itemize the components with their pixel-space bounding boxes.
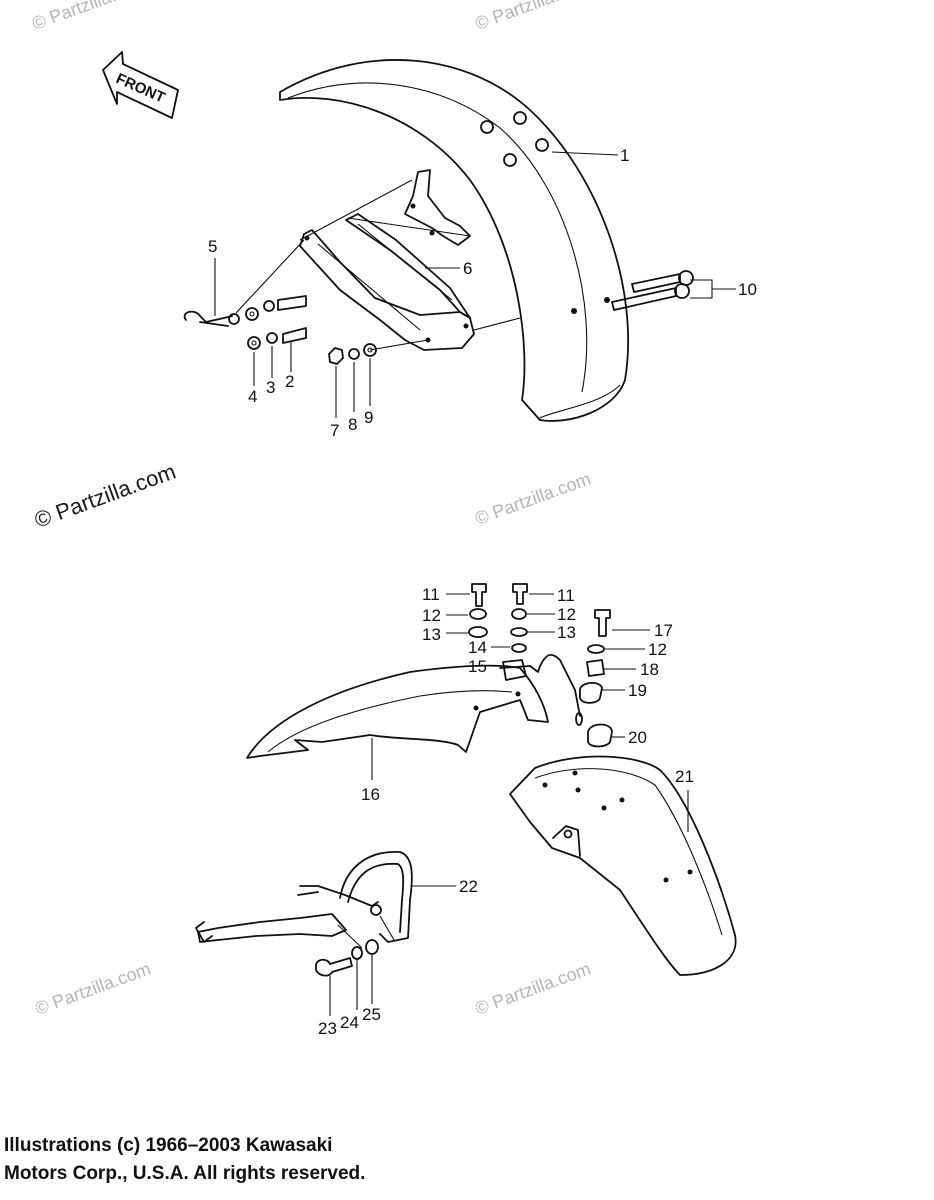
callout-10: 10 (738, 280, 757, 299)
watermark-faint: © Partzilla.com (473, 0, 594, 34)
callout-11a: 11 (422, 585, 440, 604)
watermark-faint: © Partzilla.com (30, 0, 151, 34)
front-fender (279, 59, 629, 422)
callout-17: 17 (654, 621, 673, 640)
callout-25: 25 (362, 1005, 381, 1024)
watermark-main: © Partzilla.com (31, 459, 179, 533)
callout-24: 24 (340, 1013, 359, 1032)
callout-12b: 12 (557, 605, 576, 624)
leader-lines-upper (214, 151, 736, 418)
copyright-line-1: Illustrations (c) 1966–2003 Kawasaki (4, 1135, 333, 1156)
rear-fender (509, 755, 737, 976)
right-hardware (579, 609, 613, 748)
front-arrow: FRONT (102, 51, 179, 119)
callout-4: 4 (248, 387, 257, 406)
callout-21: 21 (675, 767, 694, 786)
watermark-layer: © Partzilla.com © Partzilla.com © Partzi… (30, 0, 594, 1019)
rear-fender-inner (246, 664, 549, 759)
watermark-faint: © Partzilla.com (33, 958, 154, 1018)
rear-stay (195, 851, 413, 977)
front-arrow-label: FRONT (113, 70, 167, 107)
callout-6: 6 (463, 259, 472, 278)
callout-22: 22 (459, 877, 478, 896)
callout-9: 9 (364, 408, 373, 427)
rear-hardware (468, 583, 583, 726)
callout-23: 23 (318, 1019, 337, 1038)
bolts-10 (611, 270, 694, 311)
callout-16: 16 (361, 785, 380, 804)
leader-lines-lower (329, 593, 689, 1016)
callout-15: 15 (468, 657, 487, 676)
center-hardware (328, 343, 377, 365)
copyright-notice: Illustrations (c) 1966–2003 Kawasaki Mot… (4, 1132, 365, 1188)
fender-brace (235, 213, 521, 351)
callout-11b: 11 (557, 586, 575, 605)
callout-18: 18 (640, 660, 659, 679)
callout-13b: 13 (557, 623, 576, 642)
fender-stay-bracket (299, 169, 471, 246)
callout-2: 2 (285, 372, 294, 391)
callout-12c: 12 (648, 640, 667, 659)
left-hardware (183, 295, 307, 350)
callout-13a: 13 (422, 625, 441, 644)
callout-14: 14 (468, 638, 487, 657)
watermark-faint: © Partzilla.com (473, 468, 594, 528)
callout-3: 3 (266, 378, 275, 397)
callout-5: 5 (208, 237, 217, 256)
copyright-line-2: Motors Corp., U.S.A. All rights reserved… (4, 1163, 366, 1184)
callout-8: 8 (348, 415, 357, 434)
callout-7: 7 (330, 421, 339, 440)
callout-19: 19 (628, 681, 647, 700)
callout-1: 1 (620, 146, 629, 165)
callout-labels: 1 2 3 4 5 6 7 8 9 10 11 11 12 12 12 13 1… (208, 146, 757, 1038)
watermark-faint: © Partzilla.com (473, 958, 594, 1018)
callout-20: 20 (628, 728, 647, 747)
callout-12a: 12 (422, 606, 441, 625)
